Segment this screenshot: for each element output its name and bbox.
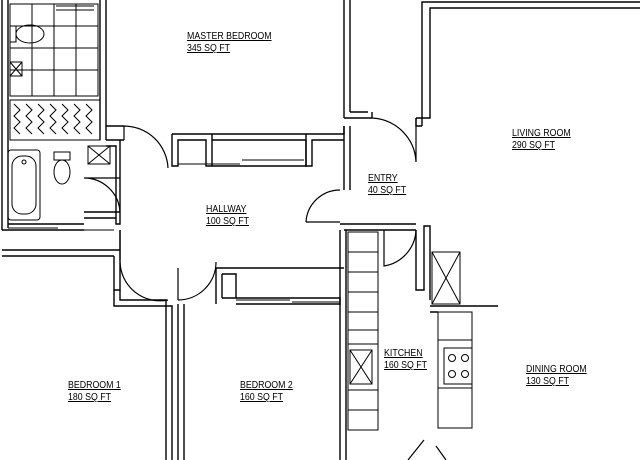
shower-pan xyxy=(9,99,101,141)
room-label-master-bedroom: MASTER BEDROOM 345 SQ FT xyxy=(187,31,272,55)
hall-bath xyxy=(7,145,111,221)
entry-wall xyxy=(343,126,351,190)
entry-wall xyxy=(415,225,431,300)
bedroom-2-wall xyxy=(236,297,341,305)
kitchen-sink-cross xyxy=(349,349,373,385)
room-area: 160 SQ FT xyxy=(384,360,428,371)
bath-wall xyxy=(84,211,120,219)
bath-wall xyxy=(1,0,9,230)
kitchen-wall xyxy=(339,230,347,460)
room-area: 40 SQ FT xyxy=(368,185,407,196)
hallway-wall xyxy=(171,133,213,167)
master-bath xyxy=(9,3,101,141)
peninsula-segments xyxy=(438,339,472,389)
closet-doors xyxy=(8,159,340,303)
room-name: LIVING ROOM xyxy=(512,128,571,139)
towel-bar xyxy=(56,5,94,11)
kitchen-wall xyxy=(430,305,498,313)
room-name: HALLWAY xyxy=(206,204,247,215)
kitchen-sink-icon xyxy=(349,349,373,385)
toilet-icon xyxy=(53,151,71,185)
bedroom-2-wall xyxy=(216,267,344,299)
room-name: BEDROOM 2 xyxy=(240,380,293,391)
room-label-bedroom-2: BEDROOM 2 160 SQ FT xyxy=(240,380,293,404)
master-bedroom-wall xyxy=(343,0,351,118)
shower-pan-pattern xyxy=(13,103,93,135)
bedroom-1-wall xyxy=(113,290,173,460)
door-swing xyxy=(83,177,121,213)
hallway-wall xyxy=(212,133,307,167)
room-area: 290 SQ FT xyxy=(512,140,556,151)
bedroom-2-wall xyxy=(177,304,185,460)
door-swing xyxy=(177,261,217,301)
bathtub-icon xyxy=(7,149,41,221)
closet-slider xyxy=(8,227,114,231)
counter-segments xyxy=(348,251,378,313)
door-swing xyxy=(383,229,417,267)
tub-drain-icon xyxy=(21,159,27,165)
room-label-bedroom-1: BEDROOM 1 180 SQ FT xyxy=(68,380,121,404)
counter-upper xyxy=(347,231,379,331)
living-room-wall xyxy=(416,1,640,126)
room-area: 345 SQ FT xyxy=(187,43,231,54)
room-area: 180 SQ FT xyxy=(68,392,112,403)
room-label-kitchen: KITCHEN 160 SQ FT xyxy=(384,348,427,372)
room-area: 130 SQ FT xyxy=(526,376,570,387)
peninsula-counter xyxy=(437,311,473,429)
living-room-wall xyxy=(415,118,422,127)
living-room-wall xyxy=(344,111,373,119)
closet-slider xyxy=(178,159,304,165)
door-swing xyxy=(371,117,417,163)
kitchen-fixtures xyxy=(347,231,473,431)
hallway-wall xyxy=(305,126,345,167)
room-name: ENTRY xyxy=(368,173,398,184)
room-label-entry: ENTRY 40 SQ FT xyxy=(368,173,406,197)
room-name: KITCHEN xyxy=(384,348,423,359)
shower-tile-grid xyxy=(10,4,98,96)
room-label-hallway: HALLWAY 100 SQ FT xyxy=(206,204,249,228)
door-swing xyxy=(123,125,169,169)
bedroom-2-wall xyxy=(215,268,223,304)
entry-wall xyxy=(340,223,416,231)
room-area: 100 SQ FT xyxy=(206,216,250,227)
room-name: MASTER BEDROOM xyxy=(187,31,272,42)
door-swing xyxy=(407,439,447,460)
vanity-sink-icon xyxy=(87,145,111,165)
stove-icon xyxy=(443,347,473,385)
refrigerator-cross xyxy=(431,251,461,305)
counter-lower-segments xyxy=(348,343,378,411)
counter-lower xyxy=(347,329,379,431)
closet-slider xyxy=(236,299,340,303)
hallway-wall xyxy=(106,125,124,141)
doors xyxy=(83,117,447,460)
bathtub-basin xyxy=(11,155,37,215)
room-label-living-room: LIVING ROOM 290 SQ FT xyxy=(512,128,571,152)
bath-wall xyxy=(2,223,84,231)
door-swing xyxy=(119,230,169,302)
bath-wall xyxy=(99,0,107,140)
bedroom-1-wall xyxy=(113,230,121,291)
room-name: DINING ROOM xyxy=(526,364,587,375)
bath-wall xyxy=(106,140,121,225)
room-label-dining-room: DINING ROOM 130 SQ FT xyxy=(526,364,587,388)
shower-drain-icon xyxy=(9,61,23,77)
room-name: BEDROOM 1 xyxy=(68,380,121,391)
door-swing xyxy=(305,189,341,223)
room-area: 160 SQ FT xyxy=(240,392,284,403)
toilet-icon xyxy=(9,24,45,44)
refrigerator-icon xyxy=(431,251,461,305)
bedroom-1-wall xyxy=(2,249,120,257)
